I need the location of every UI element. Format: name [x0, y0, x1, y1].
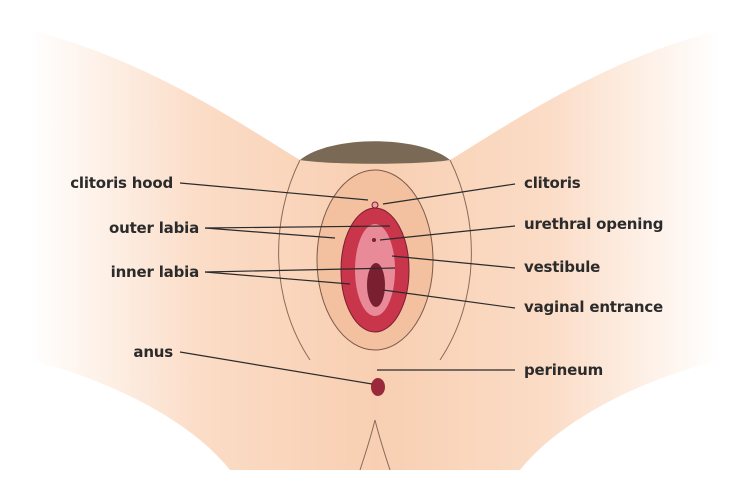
anus-shape	[371, 378, 385, 396]
left-thigh-line	[278, 159, 311, 361]
label-clitoris: clitoris	[524, 174, 581, 192]
label-vestibule: vestibule	[524, 258, 601, 276]
label-anus: anus	[133, 343, 173, 361]
label-outer-labia: outer labia	[108, 219, 199, 237]
buttock-cleft	[359, 419, 391, 471]
label-vaginal-entrance: vaginal entrance	[524, 298, 664, 316]
label-perineum: perineum	[524, 361, 604, 379]
label-inner-labia: inner labia	[110, 263, 200, 281]
urethral-shape	[372, 238, 376, 242]
vaginal-entrance-shape	[367, 263, 385, 307]
label-urethral-opening: urethral opening	[524, 215, 664, 233]
label-clitoris-hood: clitoris hood	[70, 174, 173, 192]
pubic-hair	[300, 141, 450, 164]
right-thigh-line	[439, 159, 472, 361]
leader-lines	[179, 182, 516, 385]
clitoris-shape	[371, 201, 379, 209]
